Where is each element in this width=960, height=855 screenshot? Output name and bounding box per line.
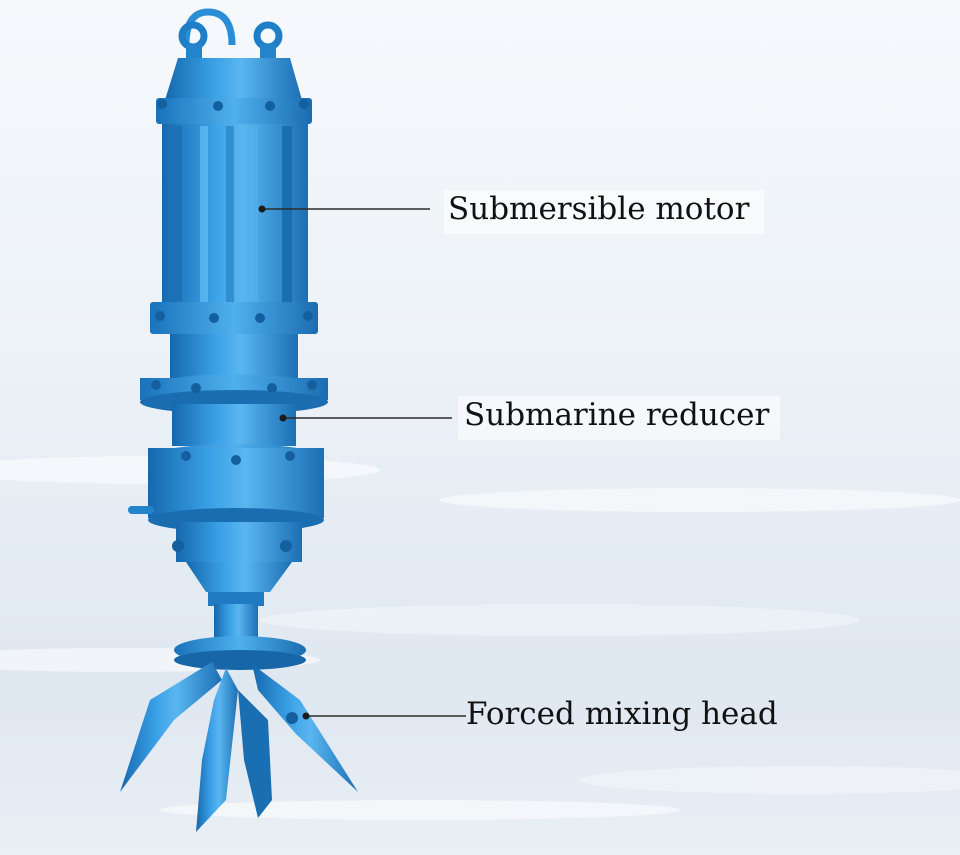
motor-body	[162, 124, 308, 304]
motor-bottom-flange	[150, 302, 318, 380]
mixing-head	[120, 636, 358, 832]
reducer-body	[128, 404, 324, 592]
reducer-label-backdrop	[458, 396, 780, 440]
label-forced-mixing-head: Forced mixing head	[466, 696, 778, 732]
label-submarine-reducer: Submarine reducer	[464, 397, 770, 433]
motor-leader-dot	[258, 205, 266, 213]
background-waves	[0, 456, 960, 820]
label-submersible-motor: Submersible motor	[448, 191, 750, 227]
head-leader-dot	[302, 712, 310, 720]
motor-top-cap	[156, 58, 312, 124]
leader-lines	[258, 205, 466, 720]
motor-label-backdrop	[444, 190, 764, 234]
output-shaft	[208, 592, 264, 642]
lifting-eyes	[178, 8, 283, 58]
reducer-leader-dot	[279, 414, 287, 422]
